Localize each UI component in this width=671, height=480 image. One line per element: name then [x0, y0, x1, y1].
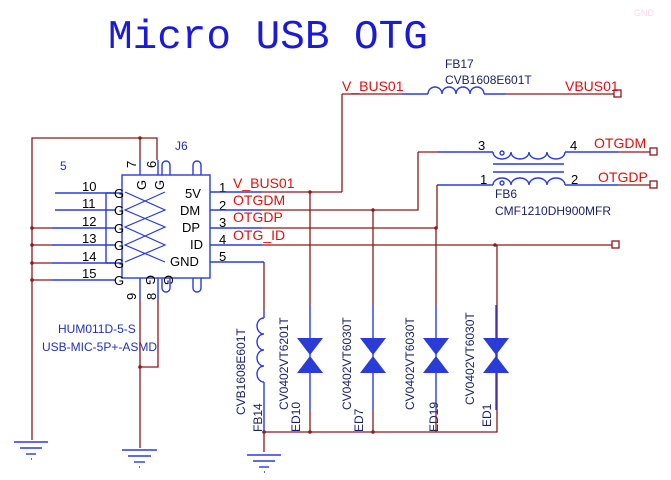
ed10-ref: ED10: [289, 402, 303, 432]
fb17-ref: FB17: [445, 57, 474, 71]
esd-diode-ed1: CV0402VT6030T ED1: [463, 305, 509, 427]
j6-pin11: 11: [82, 196, 96, 211]
fb14-part: CVB1608E601T: [234, 328, 248, 415]
g-label: G: [114, 221, 124, 236]
fb17-ferrite-bead: FB17 CVB1608E601T: [342, 57, 622, 98]
vbus01-port[interactable]: [613, 89, 622, 98]
j6-footprint: USB-MIC-5P+-ASMD: [42, 340, 157, 354]
j6-pin13: 13: [82, 231, 96, 246]
ghost-label: GND: [634, 8, 655, 18]
j6-pin10: 10: [82, 179, 96, 194]
pin-name-5v: 5V: [185, 186, 201, 201]
g-label: G: [114, 273, 124, 288]
j6-pin12: 12: [82, 214, 96, 229]
j6-pin9: 9: [124, 293, 139, 300]
otgdm-port[interactable]: [649, 147, 658, 156]
pin-name-dp: DP: [182, 220, 200, 235]
j6-pin7: 7: [124, 161, 139, 168]
fb6-pin4: 4: [570, 138, 577, 153]
fb6-common-mode-choke: 3 4 1 2 FB6 CMF1210DH900MFR: [418, 138, 658, 218]
esd-diode-ed10: CV0402VT6201T ED10: [277, 192, 323, 432]
otgdp-port[interactable]: [649, 180, 658, 189]
fb17-part: CVB1608E601T: [445, 73, 532, 87]
net-label-otgdm-out: OTGDM: [594, 135, 646, 151]
ed7-part: CV0402VT6030T: [340, 317, 354, 410]
fb6-pin1: 1: [480, 172, 487, 187]
j6-pin2: 2: [219, 198, 226, 213]
ed10-part: CV0402VT6201T: [277, 317, 291, 410]
g-label: G: [114, 203, 124, 218]
esd-diode-ed19: CV0402VT6030T ED19: [403, 228, 449, 432]
esd-diode-ed7: CV0402VT6030T ED7: [340, 210, 386, 432]
j6-usb-connector: J6 5 7 6 9 8: [32, 139, 226, 354]
j6-pin8: 8: [144, 293, 159, 300]
j6-pin14: 14: [82, 249, 96, 264]
ground-symbol: [247, 454, 281, 473]
net-label-otgdp-out: OTGDP: [598, 169, 648, 185]
fb14-ref: FB14: [251, 403, 265, 432]
ed1-ref: ED1: [480, 403, 494, 427]
ed19-ref: ED19: [427, 402, 441, 432]
g-label: G: [114, 186, 124, 201]
j6-pin1: 1: [219, 180, 226, 195]
j6-pin3: 3: [219, 215, 226, 230]
j6-pin5: 5: [219, 249, 226, 264]
j6-pin15: 15: [82, 266, 96, 281]
g-label: G: [143, 275, 158, 285]
j6-pin6: 6: [144, 161, 159, 168]
g-label: G: [134, 180, 149, 190]
fb6-ref: FB6: [495, 187, 517, 201]
g-label: G: [114, 256, 124, 271]
j6-ref: J6: [175, 139, 188, 153]
ed1-part: CV0402VT6030T: [463, 312, 477, 405]
j6-pin4: 4: [219, 232, 226, 247]
pin-name-gnd: GND: [170, 254, 199, 269]
pin-name-dm: DM: [180, 203, 200, 218]
net-label-otgdm: OTGDM: [233, 192, 285, 208]
fb14-ferrite-bead: CVB1608E601T FB14: [234, 310, 265, 452]
g-label: G: [114, 238, 124, 253]
net-label-otg-id: OTG_ID: [233, 227, 285, 243]
ground-symbol: [14, 441, 48, 460]
net-label-vbus01-out: VBUS01: [565, 78, 619, 94]
fb6-pin2: 2: [571, 172, 578, 187]
j6-part: HUM011D-5-S: [58, 322, 136, 336]
j6-side-number: 5: [60, 159, 67, 173]
g-label: G: [161, 275, 176, 285]
g-label: G: [152, 180, 167, 190]
ed19-part: CV0402VT6030T: [403, 317, 417, 410]
fb6-pin3: 3: [478, 138, 485, 153]
pin-name-id: ID: [190, 237, 203, 252]
net-label-v-bus01: V_BUS01: [233, 175, 295, 191]
net-label-otgdp: OTGDP: [233, 209, 283, 225]
otg-id-port[interactable]: [611, 240, 620, 249]
fb6-part: CMF1210DH900MFR: [495, 204, 611, 218]
ground-symbol: [122, 449, 157, 468]
schematic-title: Micro USB OTG: [108, 15, 428, 61]
ed7-ref: ED7: [352, 408, 366, 432]
net-label-v-bus01-top: V_BUS01: [342, 78, 404, 94]
